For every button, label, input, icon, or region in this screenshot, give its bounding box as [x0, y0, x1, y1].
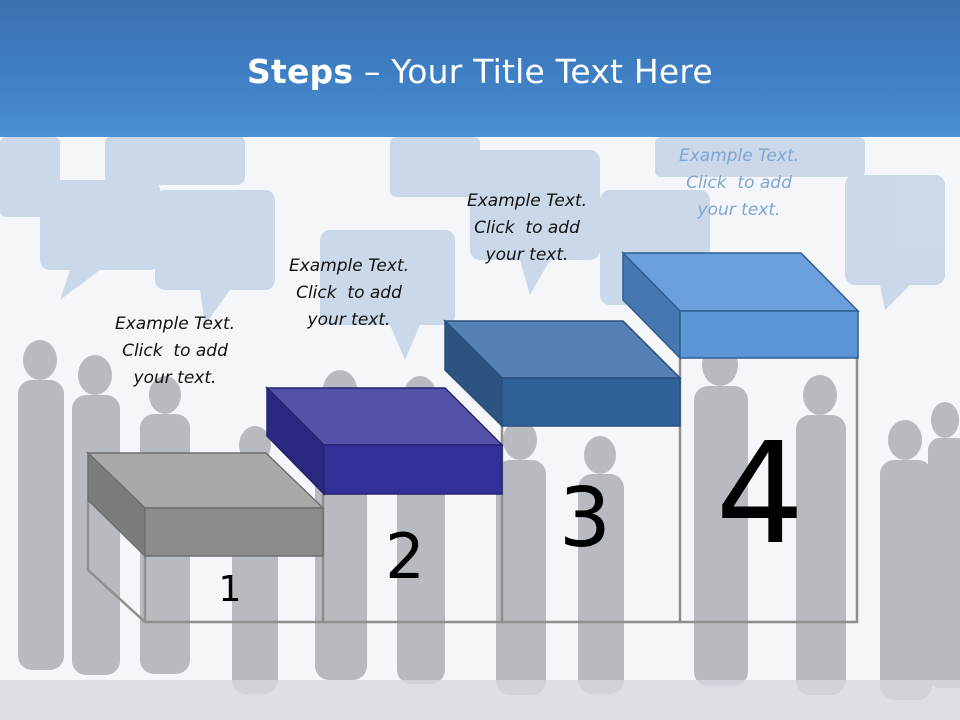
step-3-text-line-3: your text.: [485, 245, 569, 265]
step-4-text-line-2: Click to add: [686, 173, 792, 193]
step-3-text-line-1: Example Text.: [466, 191, 588, 211]
step-4-text-line-1: Example Text.: [678, 146, 800, 166]
step-1-text-line-3: your text.: [133, 368, 217, 388]
step-3-text[interactable]: Example Text. Click to add your text.: [442, 188, 612, 269]
step-2-block[interactable]: [265, 386, 504, 496]
step-1-text[interactable]: Example Text. Click to add your text.: [90, 311, 260, 392]
step-4-number: 4: [715, 413, 805, 576]
step-4-block[interactable]: [621, 251, 860, 360]
step-1-text-line-2: Click to add: [122, 341, 228, 361]
step-2-text[interactable]: Example Text. Click to add your text.: [264, 253, 434, 334]
step-3-text-line-2: Click to add: [474, 218, 580, 238]
step-2-number: 2: [385, 520, 425, 593]
step-4-text-line-3: your text.: [697, 200, 781, 220]
step-3-number: 3: [558, 471, 612, 566]
title-bar: [0, 0, 960, 137]
slide-title: Steps – Your Title Text Here: [0, 52, 960, 91]
step-1-block[interactable]: [86, 451, 325, 558]
step-2-text-line-1: Example Text.: [288, 256, 410, 276]
title-rest: – Your Title Text Here: [353, 52, 713, 91]
step-1-text-line-1: Example Text.: [114, 314, 236, 334]
step-2-text-line-3: your text.: [307, 310, 391, 330]
title-bold: Steps: [247, 52, 354, 91]
step-3-block[interactable]: [443, 319, 682, 428]
step-2-text-line-2: Click to add: [296, 283, 402, 303]
step-4-text[interactable]: Example Text. Click to add your text.: [654, 143, 824, 224]
step-1-number: 1: [218, 569, 242, 610]
